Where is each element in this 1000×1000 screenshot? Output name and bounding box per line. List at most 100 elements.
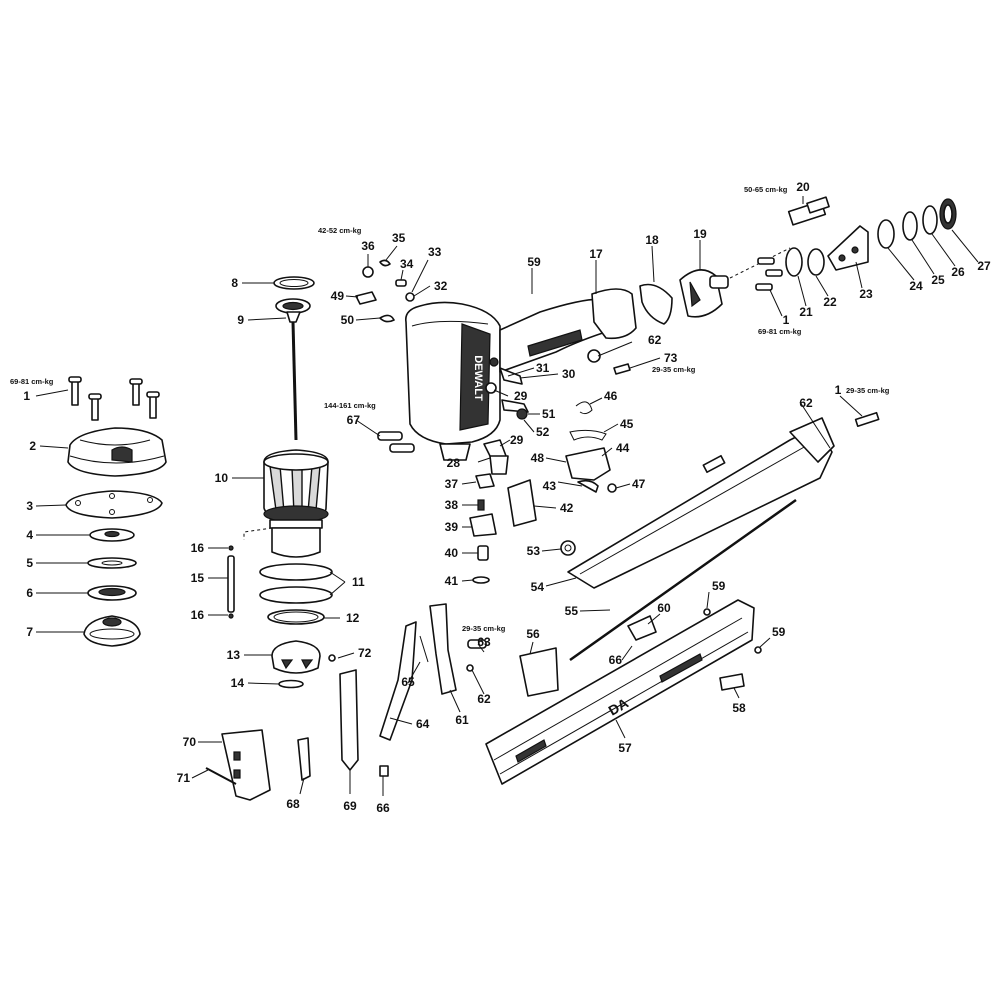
callout-50: 50 <box>341 313 355 327</box>
callout-22: 22 <box>823 295 837 309</box>
callout-18: 18 <box>645 233 659 247</box>
callout-57: 57 <box>618 741 632 755</box>
callout-42: 42 <box>560 501 574 515</box>
callout-66: 66 <box>376 801 390 815</box>
leader-lines <box>35 196 979 796</box>
torque-spec: 29-35 cm-kg <box>846 386 890 395</box>
callout-6: 6 <box>26 586 33 600</box>
callout-15: 15 <box>191 571 205 585</box>
callout-37: 37 <box>445 477 459 491</box>
callout-64: 64 <box>416 717 430 731</box>
callout-26: 26 <box>951 265 965 279</box>
torque-spec: 144-161 cm-kg <box>324 401 376 410</box>
callout-70: 70 <box>183 735 197 749</box>
callout-19: 19 <box>693 227 707 241</box>
callout-52: 52 <box>536 425 550 439</box>
callout-25: 25 <box>931 273 945 287</box>
callout-43: 43 <box>543 479 557 493</box>
callout-23: 23 <box>859 287 873 301</box>
callout-35: 35 <box>392 231 406 245</box>
magazine: DA <box>466 599 762 785</box>
valve-parts <box>83 528 141 647</box>
callout-24: 24 <box>909 279 923 293</box>
callout-34: 34 <box>400 257 414 271</box>
callout-61: 61 <box>455 713 469 727</box>
rear-cap-parts <box>755 198 957 291</box>
callout-36: 36 <box>361 239 375 253</box>
top-small-parts <box>355 259 415 323</box>
torque-spec: 29-35 cm-kg <box>462 624 506 633</box>
callout-41: 41 <box>445 574 459 588</box>
callout-62: 62 <box>799 396 813 410</box>
callout-27: 27 <box>977 259 991 273</box>
callout-1: 1 <box>835 383 842 397</box>
exhaust-deflector <box>639 247 791 325</box>
callout-17: 17 <box>589 247 603 261</box>
callout-63: 63 <box>477 635 491 649</box>
o-rings <box>259 563 333 625</box>
callout-12: 12 <box>346 611 360 625</box>
callout-59: 59 <box>712 579 726 593</box>
trigger-assembly <box>377 349 631 475</box>
torque-spec: 42-52 cm-kg <box>318 226 362 235</box>
callout-59: 59 <box>527 255 541 269</box>
callout-45: 45 <box>620 417 634 431</box>
callout-69: 69 <box>343 799 357 813</box>
pin-and-bumper <box>227 545 321 689</box>
callout-28: 28 <box>447 456 461 470</box>
latch-rail <box>567 411 880 662</box>
callout-5: 5 <box>26 556 33 570</box>
cap-gasket <box>65 490 163 519</box>
callout-2: 2 <box>29 439 36 453</box>
callout-16: 16 <box>191 541 205 555</box>
cap-screws <box>68 376 160 421</box>
piston-parts <box>273 276 315 441</box>
callout-9: 9 <box>237 313 244 327</box>
callout-29: 29 <box>514 389 528 403</box>
housing: DEWALT <box>404 288 637 461</box>
torque-spec: 69-81 cm-kg <box>758 327 802 336</box>
callout-49: 49 <box>331 289 345 303</box>
cylinder <box>243 449 329 558</box>
callout-13: 13 <box>227 648 241 662</box>
callout-1: 1 <box>23 389 30 403</box>
callout-20: 20 <box>796 180 810 194</box>
callout-59: 59 <box>772 625 786 639</box>
callout-62: 62 <box>648 333 662 347</box>
callout-8: 8 <box>231 276 238 290</box>
callout-54: 54 <box>531 580 545 594</box>
torque-spec: 50-65 cm-kg <box>744 185 788 194</box>
callout-39: 39 <box>445 520 459 534</box>
torque-specs: 69-81 cm-kg 42-52 cm-kg 50-65 cm-kg 69-8… <box>10 185 890 633</box>
callout-65: 65 <box>401 675 415 689</box>
callout-66: 66 <box>609 653 623 667</box>
callout-60: 60 <box>657 601 671 615</box>
callout-55: 55 <box>565 604 579 618</box>
air-fitting <box>787 196 830 226</box>
callout-10: 10 <box>215 471 229 485</box>
callout-31: 31 <box>536 361 550 375</box>
callout-53: 53 <box>527 544 541 558</box>
callout-1: 1 <box>783 313 790 327</box>
callout-51: 51 <box>542 407 556 421</box>
callout-62: 62 <box>477 692 491 706</box>
torque-spec: 29-35 cm-kg <box>652 365 696 374</box>
callout-73: 73 <box>664 351 678 365</box>
callout-56: 56 <box>526 627 540 641</box>
callout-67: 67 <box>347 413 361 427</box>
callout-numbers: 1 2 3 4 5 6 7 8 9 10 11 12 13 14 15 16 1… <box>23 180 991 815</box>
callout-4: 4 <box>26 528 33 542</box>
callout-32: 32 <box>434 279 448 293</box>
callout-47: 47 <box>632 477 646 491</box>
callout-48: 48 <box>531 451 545 465</box>
holster-clip <box>205 729 271 801</box>
callout-14: 14 <box>231 676 245 690</box>
callout-44: 44 <box>616 441 630 455</box>
callout-38: 38 <box>445 498 459 512</box>
callout-33: 33 <box>428 245 442 259</box>
brand-logo: DEWALT <box>472 355 484 401</box>
callout-7: 7 <box>26 625 33 639</box>
callout-72: 72 <box>358 646 372 660</box>
callout-71: 71 <box>177 771 191 785</box>
callout-29: 29 <box>510 433 524 447</box>
